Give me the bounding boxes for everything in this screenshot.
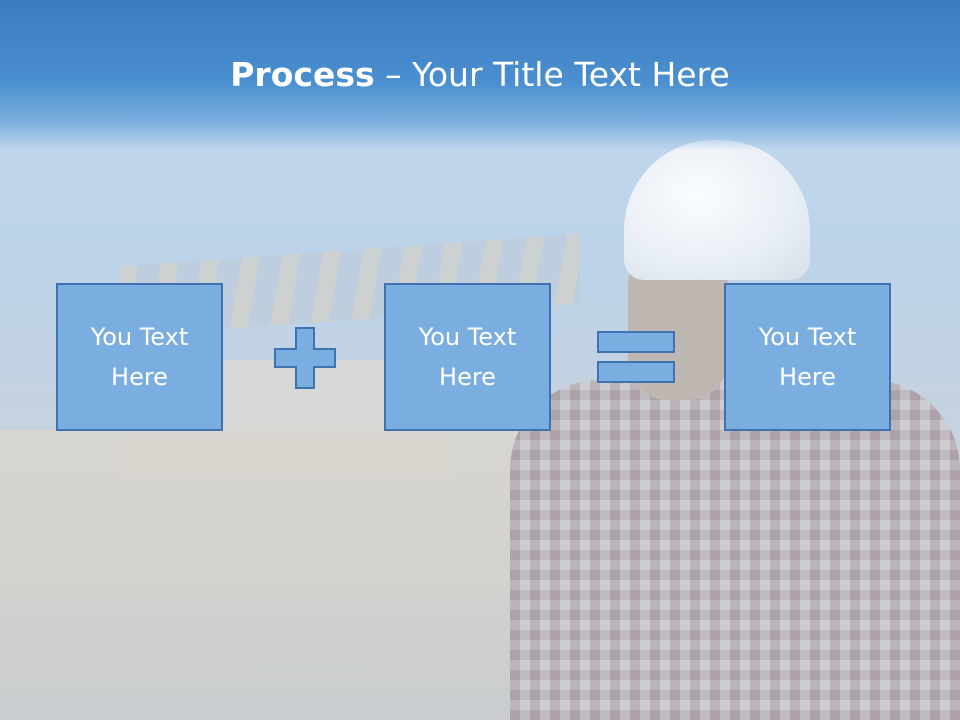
slide-title-rest: – Your Title Text Here: [374, 55, 730, 94]
process-box-3[interactable]: You Text Here: [724, 283, 891, 431]
background-worker-shirt: [510, 380, 960, 720]
process-box-1[interactable]: You Text Here: [56, 283, 223, 431]
slide-title[interactable]: Process – Your Title Text Here: [0, 52, 960, 98]
plus-icon: [274, 327, 336, 389]
equals-icon: [597, 331, 675, 383]
process-box-2[interactable]: You Text Here: [384, 283, 551, 431]
background-building: [0, 430, 600, 720]
title-bar: [0, 0, 960, 150]
background-hard-hat: [624, 140, 810, 280]
slide-title-bold: Process: [230, 55, 375, 94]
